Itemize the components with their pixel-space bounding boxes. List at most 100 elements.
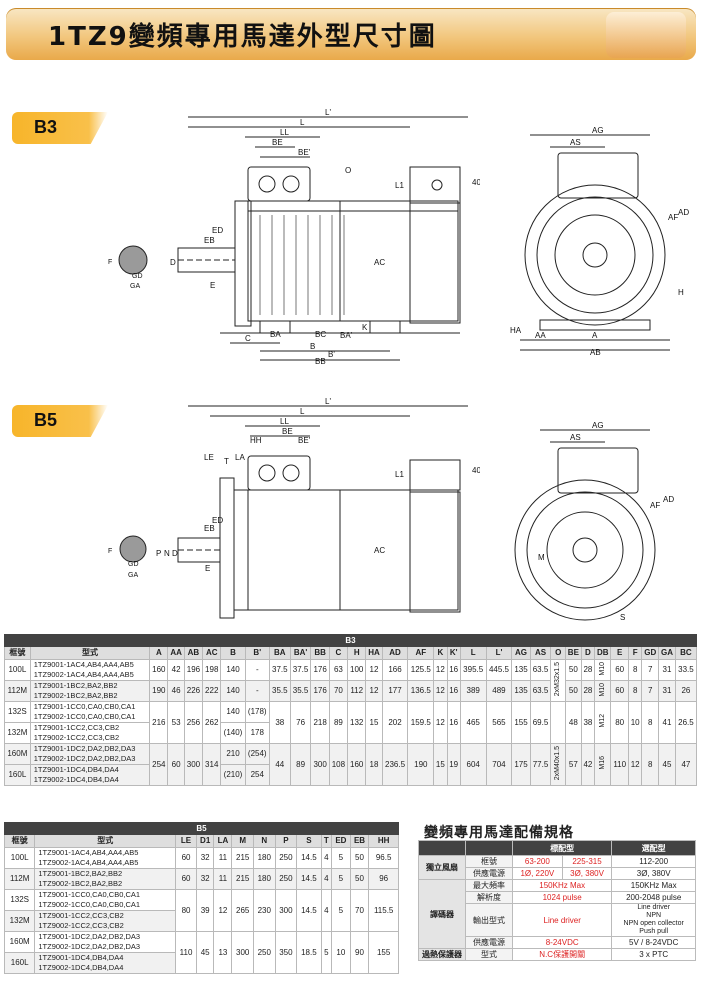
table-cell: 250 (274, 847, 298, 869)
svg-text:B: B (310, 342, 315, 351)
table-cell: - (244, 680, 270, 702)
spec-optional: 5V / 8-24VDC (611, 936, 696, 949)
table-cell: 115.5 (368, 889, 399, 932)
table-cell: - (244, 659, 270, 681)
svg-text:ED: ED (212, 226, 223, 235)
svg-text:LA: LA (235, 453, 245, 462)
table-cell: 15 (433, 743, 448, 786)
section-tag-b3: B3 (12, 112, 108, 144)
table-cell: 198 (202, 659, 222, 681)
section-tag-b5: B5 (12, 405, 108, 437)
spec-label: 解析度 (465, 891, 513, 904)
svg-text:K: K (362, 323, 368, 332)
table-cell: 12 (433, 659, 448, 681)
table-cell: 80 (175, 889, 197, 932)
svg-text:F: F (108, 259, 112, 266)
table-cell: 19 (446, 743, 461, 786)
table-cell: 135 (511, 659, 531, 681)
table-cell: 5 (320, 931, 333, 974)
table-cell: (178) (244, 701, 270, 723)
header-cell: BE (564, 646, 582, 660)
header-cell: O (550, 646, 566, 660)
table-cell: 8 (641, 701, 660, 744)
header-cell: HA (365, 646, 383, 660)
table-cell: 28 (580, 659, 596, 681)
header-cell: L (459, 646, 487, 660)
svg-text:C: C (245, 334, 251, 343)
table-cell: 300 (274, 889, 298, 932)
spec-optional: 150KHz Max (611, 879, 696, 892)
table-cell: (140) (220, 722, 246, 744)
spec-standard: 8-24VDC (511, 936, 613, 949)
header-cell: BB (310, 646, 330, 660)
table-cell: 202 (381, 701, 409, 744)
table-cell: 704 (485, 743, 513, 786)
table-cell: 50 (349, 868, 370, 890)
table-cell: 112 (347, 680, 367, 702)
table-cell: 166 (381, 659, 409, 681)
vertical-cell: M10 (594, 659, 612, 681)
spec-label: 供應電源 (465, 867, 513, 880)
table-cell: 8 (641, 743, 660, 786)
header-cell: F (628, 646, 643, 660)
table-cell: 11 (213, 868, 233, 890)
spec-label: 框號 (465, 855, 513, 868)
spec-standard: 225-315 (561, 855, 613, 868)
table-cell: 50 (564, 680, 582, 702)
table-cell: 60 (167, 743, 185, 786)
table-cell: 300 (231, 931, 254, 974)
header-cell: GD (641, 646, 660, 660)
header-cell: AF (407, 646, 435, 660)
table-cell: 32 (195, 847, 215, 869)
table-cell: 33.5 (674, 659, 698, 681)
table-cell: 125.5 (407, 659, 435, 681)
svg-text:O: O (345, 166, 351, 175)
table-cell: 12 (628, 743, 643, 786)
svg-text:T: T (224, 457, 229, 466)
svg-text:EB: EB (204, 524, 215, 533)
table-cell: 160M (4, 743, 31, 765)
table-cell: 28 (580, 680, 596, 702)
spec-title: 變頻專用馬達配備規格 (424, 825, 574, 841)
spec-standard: 150KHz Max (511, 879, 613, 892)
header-cell: E (610, 646, 630, 660)
table-cell: 18 (365, 743, 383, 786)
b3-table-title: B3 (4, 634, 697, 647)
table-cell: 42 (580, 743, 596, 786)
table-cell: 350 (274, 931, 298, 974)
table-cell: 11 (213, 847, 233, 869)
svg-text:AG: AG (592, 421, 604, 430)
vertical-cell: M12 (594, 701, 612, 744)
table-cell: 41 (658, 701, 676, 744)
table-cell: 465 (459, 701, 487, 744)
table-cell: 222 (202, 680, 222, 702)
table-cell: 132 (347, 701, 367, 744)
svg-text:AB: AB (590, 348, 601, 355)
svg-text:GA: GA (130, 283, 140, 290)
table-cell: (254) (244, 743, 270, 765)
svg-text:H: H (678, 288, 684, 297)
table-cell: 12 (213, 889, 233, 932)
table-cell: 250 (274, 868, 298, 890)
spec-standard: 1024 pulse (511, 891, 613, 904)
table-cell: 110 (175, 931, 197, 974)
spec-head-optional: 選配型 (611, 840, 696, 856)
table-cell: 10 (331, 931, 351, 974)
table-cell: 196 (183, 659, 204, 681)
table-cell: 132M (4, 722, 31, 744)
svg-text:LL: LL (280, 128, 289, 137)
table-cell: 53 (167, 701, 185, 744)
header-cell: DB (594, 646, 612, 660)
